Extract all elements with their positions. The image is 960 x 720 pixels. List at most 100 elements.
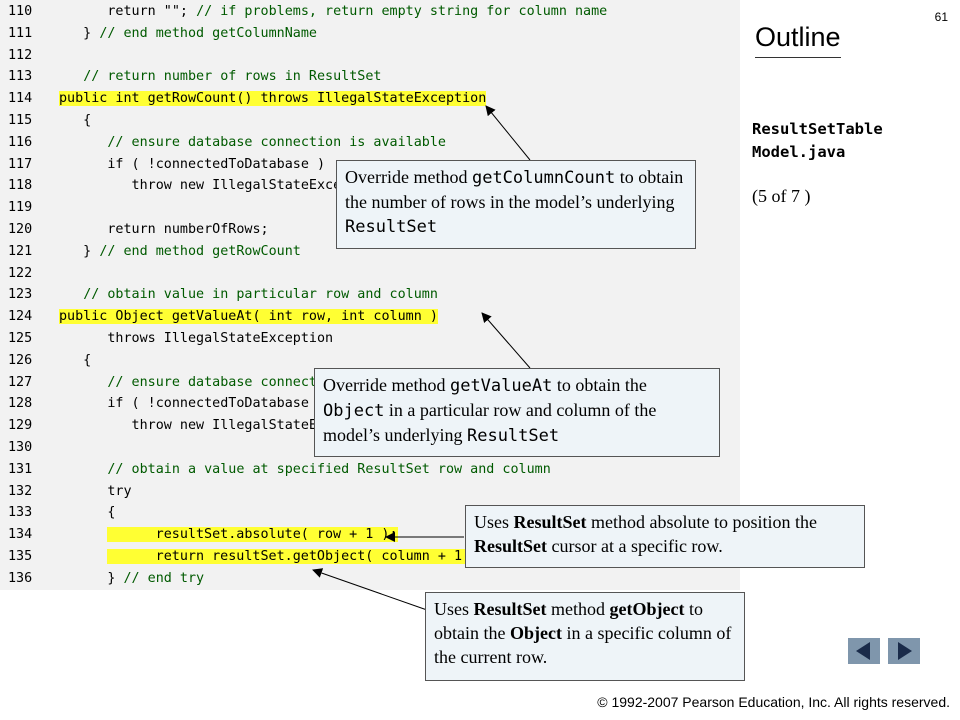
code-line: 122 (0, 263, 740, 285)
line-number: 120 (8, 222, 33, 237)
callout-absolute: Uses ResultSet method absolute to positi… (465, 505, 865, 568)
code-comment: // obtain a value at specified ResultSet… (107, 461, 551, 477)
line-number: 136 (8, 570, 33, 586)
code-text: // obtain value in particular row and co… (59, 284, 438, 306)
code-text-content: // obtain a value at specified ResultSet… (59, 461, 551, 477)
line-number: 122 (8, 265, 33, 281)
code-text-content: { (59, 113, 92, 128)
code-line: 119 (0, 197, 740, 219)
code-text-content: // ensure database connect (59, 375, 317, 390)
line-number: 123 (8, 287, 33, 303)
code-text: throws IllegalStateException (59, 328, 333, 350)
code-text: // ensure database connect (59, 372, 317, 394)
code-comment: // ensure database connection is availab… (107, 134, 446, 150)
line-number: 135 (8, 549, 33, 564)
line-number: 127 (8, 374, 33, 390)
code-line: 126 { (0, 350, 740, 372)
code-text: // return number of rows in ResultSet (59, 66, 381, 88)
line-number: 113 (8, 69, 33, 85)
code-text-content: return ""; // if problems, return empty … (59, 4, 608, 19)
code-text: { (59, 350, 91, 372)
code-text-content: throw new IllegalStateExce (59, 178, 342, 194)
triangle-left-icon (856, 642, 870, 660)
line-number: 130 (8, 440, 33, 455)
code-line: 118 throw new IllegalStateExce (0, 175, 740, 197)
line-number: 124 (8, 309, 33, 325)
code-text: try (59, 481, 132, 503)
code-line: 112 (0, 45, 740, 67)
code-text: { (59, 502, 115, 524)
code-line: 124 public Object getValueAt( int row, in… (0, 306, 740, 328)
code-text: resultSet.absolute( row + 1 ); (107, 524, 398, 546)
code-text-content: } // end try (59, 570, 205, 586)
code-text-content: throws IllegalStateException (59, 331, 334, 346)
code-text-content: { (59, 505, 116, 521)
code-text-content: return resultSet.getObject( column + 1 ) (107, 549, 479, 564)
code-line: 136 } // end try (0, 568, 740, 590)
code-line: 133 { (0, 502, 740, 524)
line-number: 132 (8, 483, 33, 499)
code-text-content: resultSet.absolute( row + 1 ); (107, 527, 398, 543)
code-text-content: try (59, 483, 132, 499)
outline-underline (755, 57, 841, 58)
line-number: 129 (8, 418, 33, 434)
code-text: public int getRowCount() throws IllegalS… (59, 88, 487, 110)
code-comment: // return number of rows in ResultSet (83, 69, 382, 85)
code-line: 128 if ( !connectedToDatabase (0, 393, 740, 415)
line-number: 128 (8, 396, 33, 412)
code-line: 135 return resultSet.getObject( column +… (0, 546, 740, 568)
code-line: 111 } // end method getColumnName (0, 23, 740, 45)
code-line: 127 // ensure database connect (0, 372, 740, 394)
code-text-content: } // end method getColumnName (59, 25, 317, 41)
code-comment: // if problems, return empty string for … (196, 4, 608, 19)
code-text: if ( !connectedToDatabase ) (59, 154, 325, 176)
code-comment: // end method getRowCount (99, 243, 301, 259)
code-line: 110 return ""; // if problems, return em… (0, 1, 740, 23)
line-number: 133 (8, 505, 33, 521)
code-text: throw new IllegalStateExce (59, 175, 342, 197)
callout-getrowcount: Override method getColumnCount to obtain… (336, 160, 696, 249)
code-line: 125 throws IllegalStateException (0, 328, 740, 350)
file-label: ResultSetTable Model.java (752, 118, 883, 164)
previous-slide-button[interactable] (848, 638, 880, 664)
next-slide-button[interactable] (888, 638, 920, 664)
code-comment: // end method getColumnName (99, 25, 317, 41)
slide-counter: (5 of 7 ) (752, 186, 811, 206)
code-listing: 110 return ""; // if problems, return em… (0, 0, 740, 590)
code-comment: // end try (123, 570, 205, 586)
code-text-content: if ( !connectedToDatabase (59, 396, 309, 412)
code-line: 115 { (0, 110, 740, 132)
code-line: 123 // obtain value in particular row an… (0, 284, 740, 306)
code-line: 131 // obtain a value at specified Resul… (0, 459, 740, 481)
line-number: 125 (8, 331, 33, 346)
code-text: { (59, 110, 91, 132)
file-label-line2: Model.java (752, 143, 846, 161)
code-line: 132 try (0, 481, 740, 503)
code-line: 117 if ( !connectedToDatabase ) (0, 154, 740, 176)
code-text-content: public int getRowCount() throws IllegalS… (59, 91, 487, 107)
code-text-content: } // end method getRowCount (59, 243, 301, 259)
code-comment: // obtain value in particular row and co… (83, 287, 438, 303)
line-number: 115 (8, 113, 33, 128)
code-text-content: public Object getValueAt( int row, int c… (59, 309, 438, 325)
line-number: 112 (8, 47, 33, 63)
line-number: 119 (8, 200, 33, 216)
code-text: // ensure database connection is availab… (59, 132, 446, 154)
code-line: 116 // ensure database connection is ava… (0, 132, 740, 154)
line-number: 110 (8, 4, 33, 19)
code-text: return numberOfRows; (59, 219, 268, 241)
code-text: public Object getValueAt( int row, int c… (59, 306, 438, 328)
code-text-content: throw new IllegalStateE (59, 418, 317, 434)
code-text: return ""; // if problems, return empty … (59, 1, 607, 23)
line-number: 116 (8, 134, 33, 150)
code-text: } // end try (59, 568, 204, 590)
line-number: 117 (8, 156, 33, 172)
code-text: } // end method getColumnName (59, 23, 317, 45)
code-text-content: // return number of rows in ResultSet (59, 69, 381, 84)
code-line: 134 resultSet.absolute( row + 1 ); (0, 524, 740, 546)
code-text-content: // ensure database connection is availab… (59, 135, 446, 150)
code-line: 121 } // end method getRowCount (0, 241, 740, 263)
code-line: 113 // return number of rows in ResultSe… (0, 66, 740, 88)
code-text: // obtain a value at specified ResultSet… (59, 459, 551, 481)
